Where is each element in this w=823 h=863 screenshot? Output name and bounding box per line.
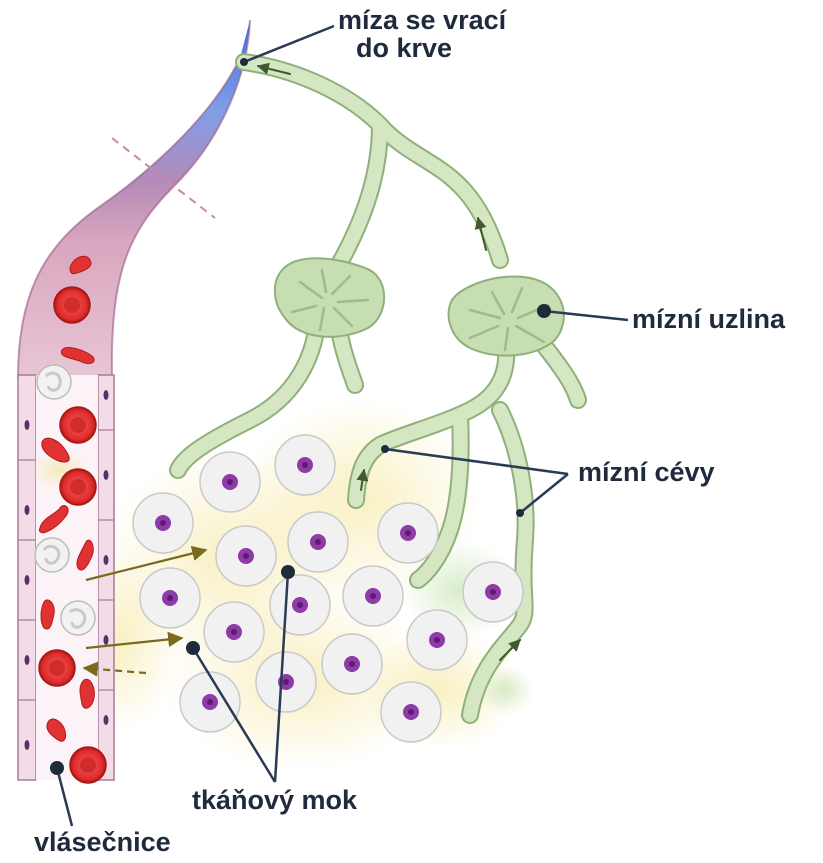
tissue-cell [381,682,441,742]
red-blood-cell [54,287,90,323]
tissue-cell [204,602,264,662]
label-return-line1: míza se vrací [338,6,506,34]
tissue-cell [216,526,276,586]
white-blood-cell [61,601,95,635]
tissue-cell [407,610,467,670]
tissue-cell [322,634,382,694]
label-lymph-node: mízní uzlina [632,305,785,333]
tissue-cell [133,493,193,553]
tissue-cell [378,503,438,563]
white-blood-cell [37,365,71,399]
tissue-cell [275,435,335,495]
tissue-cell [463,562,523,622]
label-capillary: vlásečnice [34,828,171,856]
label-tissue-fluid: tkáňový mok [192,786,357,814]
tissue-cell [288,512,348,572]
label-return-line2: do krve [338,34,506,62]
tissue-cell [200,452,260,512]
tissue-cell [256,652,316,712]
lymph-node-left [275,258,384,337]
red-blood-cell [39,650,75,686]
red-blood-cell [70,747,106,783]
red-blood-cell [60,407,96,443]
label-lymph-vessels: mízní cévy [578,458,715,486]
label-lymph-returns-to-blood: míza se vrací do krve [338,6,506,63]
red-blood-cell [60,469,96,505]
tissue-cell [140,568,200,628]
tissue-cell [343,566,403,626]
tissue-cell [180,672,240,732]
tissue-cell [270,575,330,635]
white-blood-cell [35,538,69,572]
